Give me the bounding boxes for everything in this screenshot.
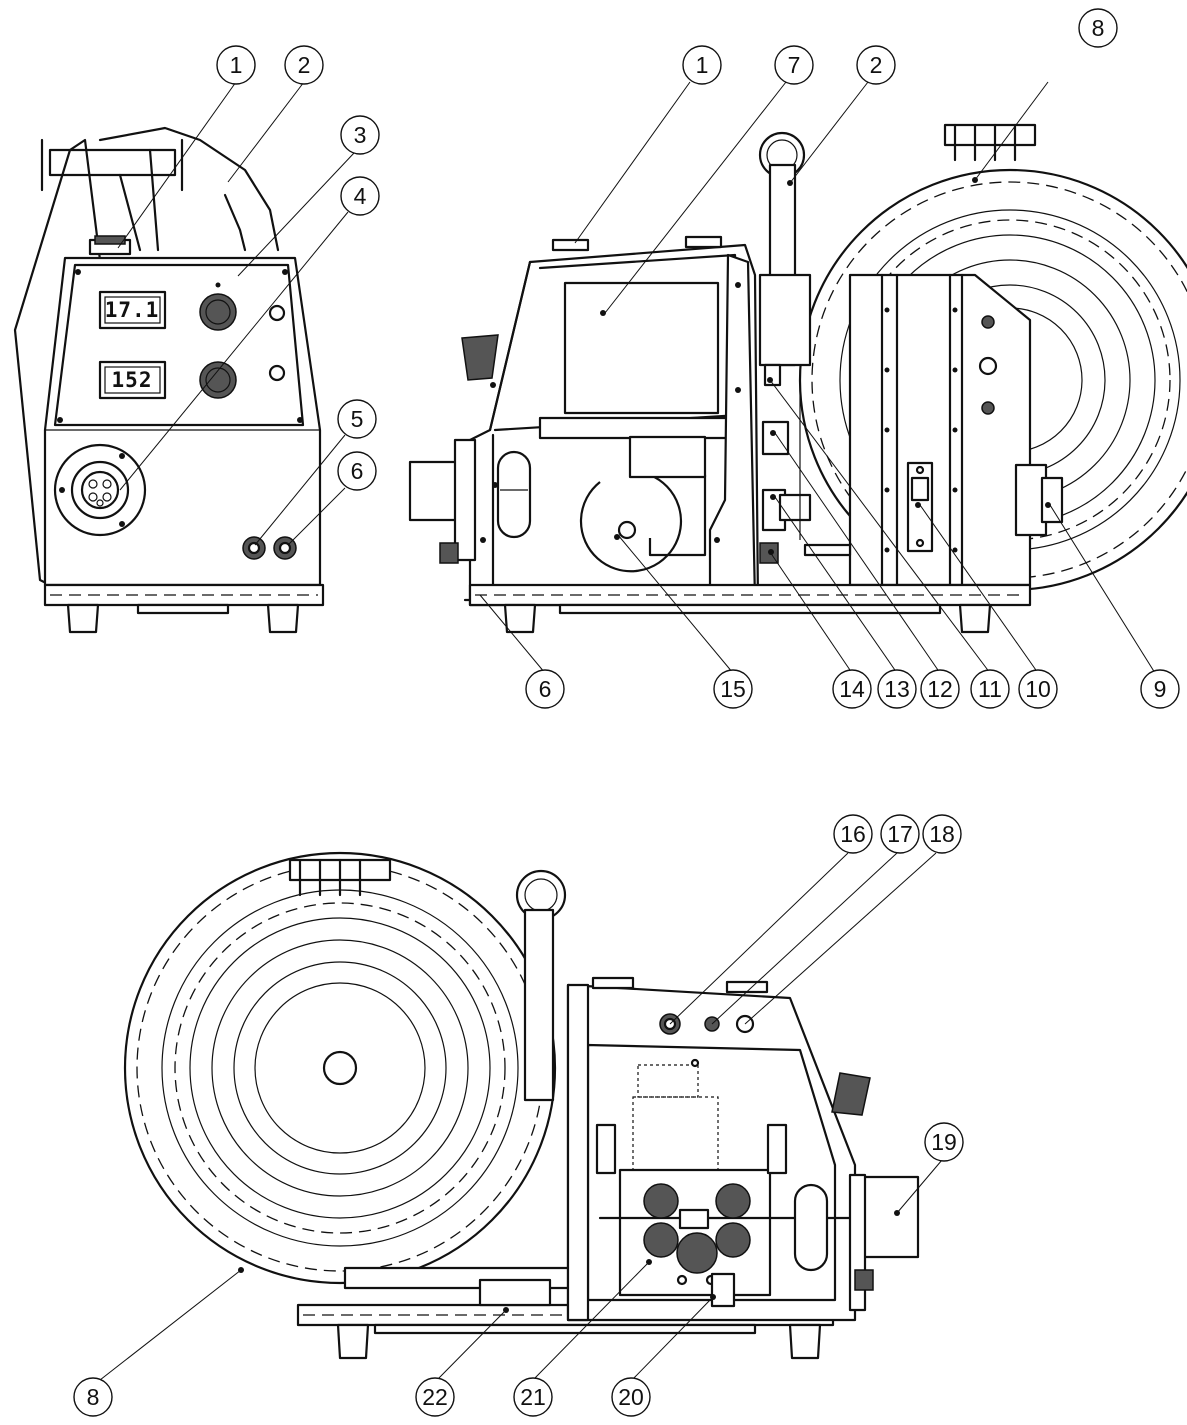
opposite-side-view — [123, 851, 920, 1360]
callout-label: 18 — [929, 821, 955, 847]
callout-label: 9 — [1154, 676, 1167, 702]
callout-label: 3 — [354, 122, 367, 148]
callout-label: 12 — [927, 676, 953, 702]
callout-label: 6 — [539, 676, 552, 702]
callout-label: 5 — [351, 406, 364, 432]
callout-label: 1 — [230, 52, 243, 78]
callout-label: 1 — [696, 52, 709, 78]
callout-label: 2 — [298, 52, 311, 78]
callout-label: 15 — [720, 676, 746, 702]
leader-lines — [99, 81, 1156, 1381]
callout-label: 8 — [1092, 15, 1105, 41]
callout-label: 16 — [840, 821, 866, 847]
callout-label: 2 — [870, 52, 883, 78]
lower-display-readout: 152 — [112, 368, 153, 392]
callout-label: 19 — [931, 1129, 957, 1155]
upper-display-readout: 17.1 — [105, 298, 160, 322]
callout-label: 20 — [618, 1384, 644, 1410]
callout-label: 14 — [839, 676, 865, 702]
callout-label: 11 — [978, 676, 1002, 702]
callouts-opposite-side: 16 17 18 19 8 22 21 20 — [73, 814, 964, 1417]
callout-label: 21 — [520, 1384, 546, 1410]
front-view: 17.1 152 — [13, 126, 325, 634]
side-view — [408, 123, 1187, 634]
callout-label: 17 — [887, 821, 913, 847]
callout-label: 10 — [1025, 676, 1051, 702]
callout-label: 22 — [422, 1384, 448, 1410]
callout-label: 6 — [351, 458, 364, 484]
callouts-side: 1 7 2 8 6 15 14 13 12 11 10 9 — [525, 8, 1180, 709]
callouts-front: 1 2 3 4 5 6 — [216, 45, 380, 491]
callout-label: 8 — [87, 1384, 100, 1410]
callout-label: 4 — [354, 183, 367, 209]
callout-label: 13 — [884, 676, 910, 702]
callout-label: 7 — [788, 52, 801, 78]
